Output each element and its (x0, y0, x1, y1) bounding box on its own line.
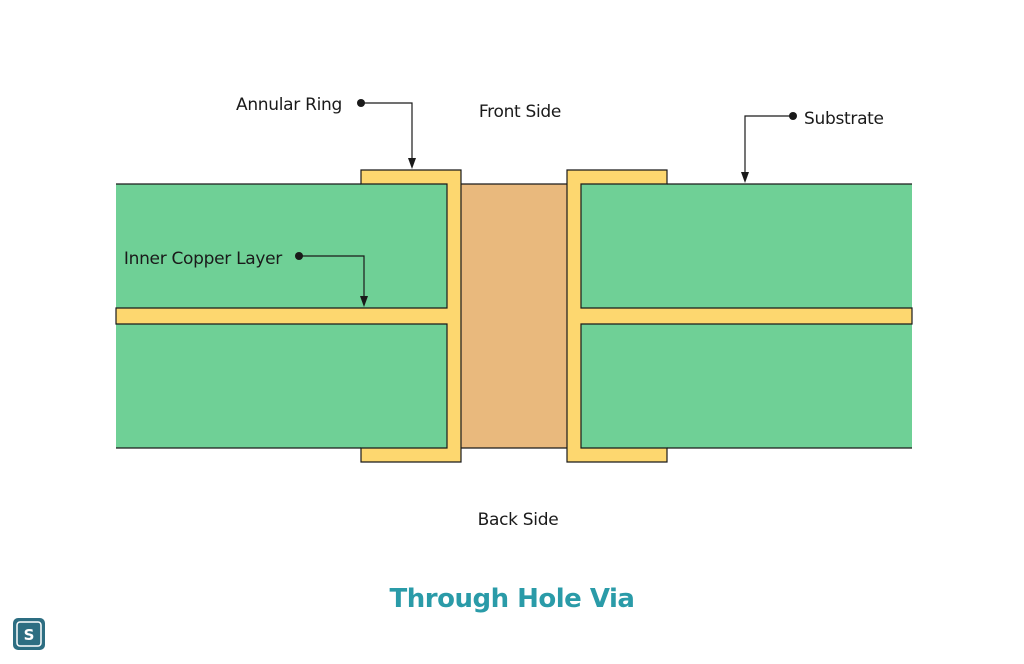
substrate-label: Substrate (804, 109, 884, 129)
logo-inner-frame (16, 621, 42, 647)
substrate-callout: Substrate (741, 109, 884, 183)
substrate-left-bottom (116, 324, 447, 448)
arrow-head-icon (408, 158, 416, 169)
brand-logo: S (13, 618, 45, 650)
substrate-right-bottom (581, 324, 912, 448)
callout-leader (299, 255, 365, 300)
annular-ring-callout: Annular Ring (236, 95, 416, 169)
copper-left (115, 169, 462, 463)
diagram-title: Through Hole Via (390, 584, 635, 614)
logo-background (13, 618, 45, 650)
callout-leader (361, 102, 413, 162)
substrate-right-top (581, 184, 912, 308)
arrow-head-icon (741, 172, 749, 183)
arrow-head-icon (360, 296, 368, 307)
inner-copper-layer-label: Inner Copper Layer (124, 249, 282, 269)
front-side-label: Front Side (479, 102, 561, 122)
via-hole (461, 184, 567, 448)
callout-leader (744, 115, 793, 176)
substrate-left-top (116, 184, 447, 308)
inner-copper-layer-callout: Inner Copper Layer (124, 249, 368, 307)
logo-letter: S (24, 626, 35, 644)
back-side-label: Back Side (478, 510, 559, 530)
annular-ring-label: Annular Ring (236, 95, 342, 115)
